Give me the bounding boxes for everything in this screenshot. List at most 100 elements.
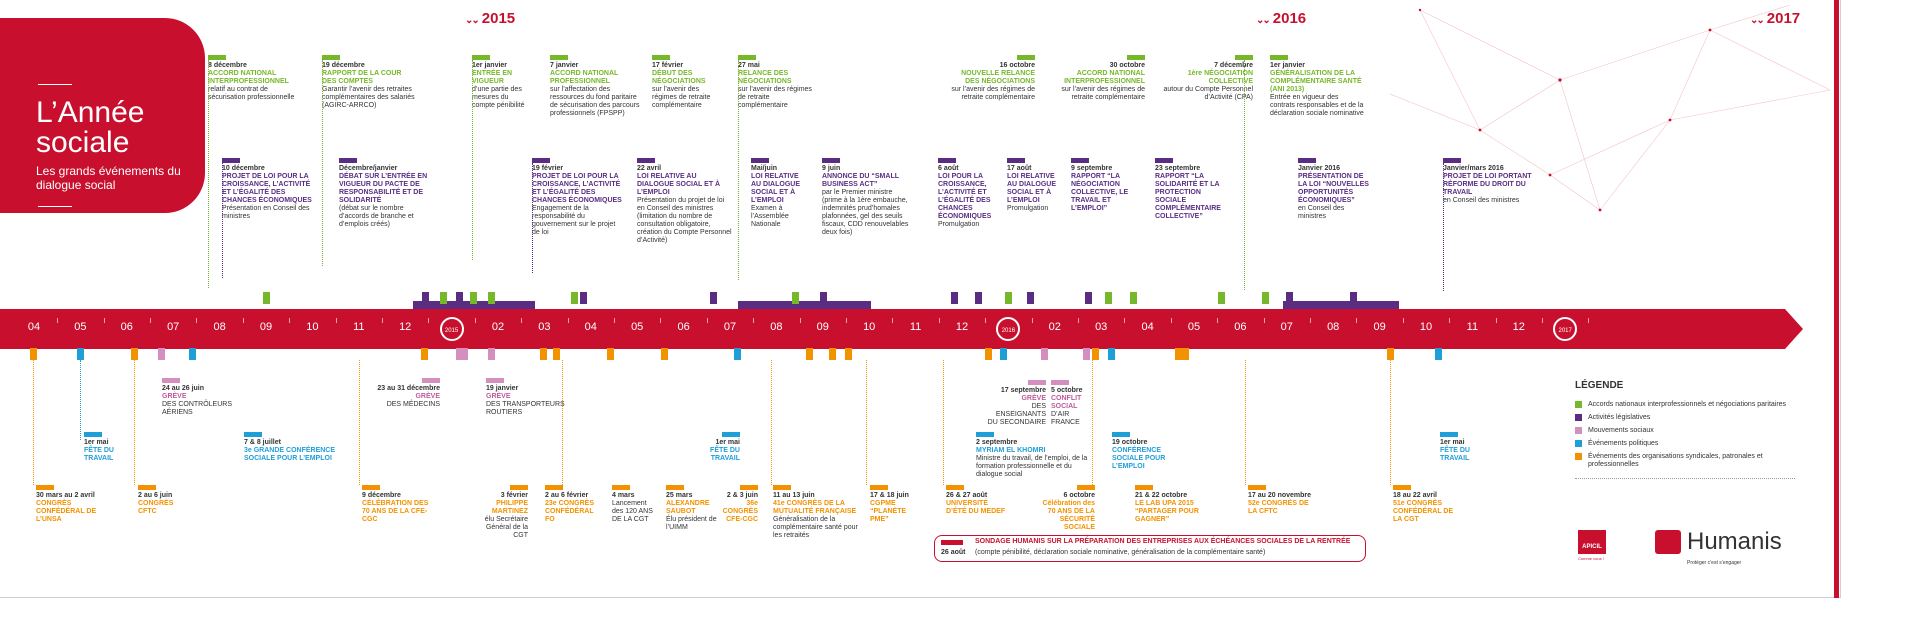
month-tick [150,318,151,323]
connector [1092,360,1093,485]
month-label: 10 [863,321,876,333]
marker-legislative [1085,292,1092,304]
year-marker-2016: ⌄⌄2016 [1256,10,1307,27]
month-label: 11 [353,321,365,333]
marker-organisation [661,348,668,360]
marker-political [1108,348,1115,360]
month-tick [1263,318,1265,323]
legislative-period-band [1283,301,1399,310]
month-label: 08 [1327,321,1340,333]
month-label: 12 [955,321,969,333]
marker-political [1000,348,1007,360]
timeline-ribbon [0,309,1785,349]
month-label: 06 [120,321,133,333]
month-label: 09 [259,321,273,333]
marker-accord [263,292,270,304]
marker-organisation [1387,348,1394,360]
month-tick [1542,318,1543,323]
connector [1390,360,1391,485]
marker-accord [440,292,447,304]
connector [359,360,360,485]
month-label: 03 [538,321,551,333]
month-label: 02 [1048,321,1061,333]
month-tick [1402,318,1404,323]
year-circle: 2016 [996,317,1021,341]
month-tick [1356,318,1358,323]
connector [33,360,34,485]
marker-legislative [710,292,717,304]
month-label: 08 [770,321,783,333]
marker-accord [1262,292,1269,304]
marker-organisation [30,348,37,360]
marker-political [77,348,84,360]
marker-legislative [1350,292,1357,304]
connector [222,163,223,278]
chevron-down-icon: ⌄⌄ [465,15,480,26]
legend-title: LÉGENDE [1575,380,1624,391]
month-tick [1449,318,1451,323]
month-tick [799,318,801,323]
connector [322,60,323,266]
marker-organisation [553,348,560,360]
month-label: 07 [1280,321,1293,333]
month-tick [753,318,755,323]
month-tick [242,318,244,323]
humanis-survey-box: SONDAGE HUMANIS SUR LA PRÉPARATION DES E… [934,535,1366,562]
marker-organisation [806,348,813,360]
month-label: 02 [491,321,505,333]
month-tick [1170,318,1172,323]
month-label: 11 [1466,321,1479,333]
connector [80,360,81,440]
timeline-arrow-tip [1785,309,1803,349]
month-label: 05 [1187,321,1201,333]
marker-accord [470,292,477,304]
marker-social [456,348,468,360]
page-subtitle: Les grands événements du dialogue social [36,164,181,192]
month-tick [1217,318,1219,323]
month-label: 10 [1419,321,1433,333]
month-label: 05 [631,321,644,333]
right-edge-bar [1834,0,1839,598]
chevron-down-icon: ⌄⌄ [1750,15,1765,26]
legend-divider [1575,478,1795,479]
marker-organisation [540,348,547,360]
marker-legislative [580,292,587,304]
connector [1244,60,1245,290]
marker-legislative [1027,292,1034,304]
title-rule-top [38,84,72,85]
marker-organisation [607,348,614,360]
legislative-period-band [413,301,535,310]
month-label: 07 [167,321,180,333]
legend: LÉGENDE Accords nationaux interprofessio… [1575,380,1795,474]
connector [562,360,563,485]
connector [134,360,135,485]
marker-organisation [1092,348,1099,360]
marker-legislative [1286,292,1293,304]
month-tick [567,318,569,323]
